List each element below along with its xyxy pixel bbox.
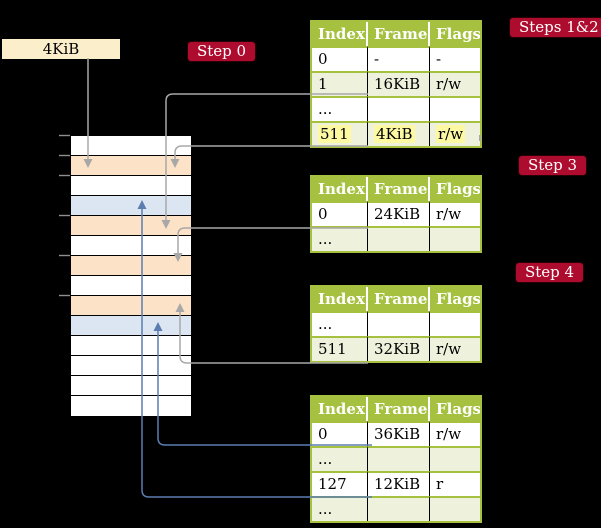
memory-row-orange bbox=[71, 256, 191, 276]
memory-row-white bbox=[71, 236, 191, 256]
table-cell: 36KiB bbox=[368, 421, 430, 446]
frame-4kib-label: 4KiB bbox=[42, 40, 80, 58]
memory-row-orange bbox=[71, 216, 191, 236]
table-cell: ... bbox=[312, 446, 368, 471]
table-cell: ... bbox=[312, 496, 368, 521]
table-cell: ... bbox=[312, 226, 368, 251]
table-cell: ... bbox=[312, 96, 368, 121]
table-cell bbox=[430, 96, 480, 121]
table-cell: r/w bbox=[430, 201, 480, 226]
column-header: Index bbox=[312, 397, 368, 421]
table-row: ... bbox=[312, 226, 480, 251]
memory-row-white bbox=[71, 336, 191, 356]
table-cell bbox=[430, 311, 480, 336]
steps12-label: Steps 1&2 bbox=[510, 18, 601, 37]
table-row: ... bbox=[312, 446, 480, 471]
step4-label: Step 4 bbox=[516, 263, 584, 282]
column-header: Index bbox=[312, 177, 368, 201]
table-cell: r/w bbox=[430, 71, 480, 96]
table-cell: ... bbox=[312, 311, 368, 336]
table-cell: - bbox=[368, 46, 430, 71]
column-header: Frame bbox=[368, 397, 430, 421]
memory-row-white bbox=[71, 376, 191, 396]
step3-label: Step 3 bbox=[519, 156, 587, 175]
column-header: Flags bbox=[430, 22, 480, 46]
table-cell bbox=[430, 496, 480, 521]
table-row: 0-- bbox=[312, 46, 480, 71]
table-cell bbox=[368, 96, 430, 121]
frame-4kib-box: 4KiB bbox=[2, 39, 120, 59]
memory-row-blue bbox=[71, 196, 191, 216]
table-row: ... bbox=[312, 311, 480, 336]
table-cell: - bbox=[430, 46, 480, 71]
physical-memory-column bbox=[70, 135, 192, 417]
table-cell bbox=[368, 311, 430, 336]
table-cell: 24KiB bbox=[368, 201, 430, 226]
table-cell: 0 bbox=[312, 46, 368, 71]
column-header: Flags bbox=[430, 287, 480, 311]
column-header: Frame bbox=[368, 177, 430, 201]
memory-row-white bbox=[71, 136, 191, 156]
column-header: Flags bbox=[430, 177, 480, 201]
table-cell: 511 bbox=[312, 121, 368, 146]
table-cell: 32KiB bbox=[368, 336, 430, 361]
table-cell: 127 bbox=[312, 471, 368, 496]
table-cell bbox=[368, 226, 430, 251]
table-cell: 0 bbox=[312, 421, 368, 446]
table-cell: 12KiB bbox=[368, 471, 430, 496]
column-header: Index bbox=[312, 287, 368, 311]
table-cell bbox=[368, 446, 430, 471]
memory-row-white bbox=[71, 356, 191, 376]
table-cell: r/w bbox=[430, 336, 480, 361]
column-header: Flags bbox=[430, 397, 480, 421]
memory-row-orange bbox=[71, 296, 191, 316]
table-cell: 511 bbox=[312, 336, 368, 361]
column-header: Index bbox=[312, 22, 368, 46]
memory-row-white bbox=[71, 176, 191, 196]
table-cell bbox=[430, 446, 480, 471]
table-cell bbox=[430, 226, 480, 251]
memory-row-white bbox=[71, 276, 191, 296]
table-cell: 4KiB bbox=[368, 121, 430, 146]
table-cell bbox=[368, 496, 430, 521]
table-cell: 0 bbox=[312, 201, 368, 226]
table-cell: r/w bbox=[430, 421, 480, 446]
table-cell: 1 bbox=[312, 71, 368, 96]
memory-row-white bbox=[71, 396, 191, 416]
table-row: ... bbox=[312, 496, 480, 521]
table-row: ... bbox=[312, 96, 480, 121]
step0-label: Step 0 bbox=[188, 42, 256, 61]
column-header: Frame bbox=[368, 22, 430, 46]
memory-row-orange bbox=[71, 156, 191, 176]
table-cell: r/w bbox=[430, 121, 480, 146]
memory-row-blue bbox=[71, 316, 191, 336]
table-cell: r bbox=[430, 471, 480, 496]
table-cell: 16KiB bbox=[368, 71, 430, 96]
column-header: Frame bbox=[368, 287, 430, 311]
